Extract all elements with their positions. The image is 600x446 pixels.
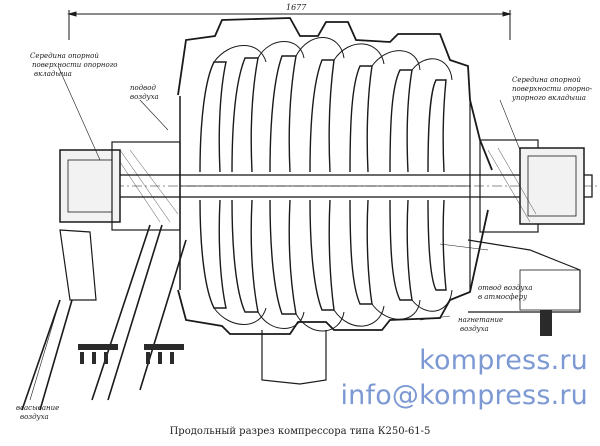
svg-text:подвод: подвод (130, 84, 156, 92)
svg-text:отвод воздуха: отвод воздуха (478, 284, 533, 292)
left-bearing-housing (59, 141, 181, 231)
overall-dimension-line (67, 10, 512, 40)
left-support-rods (21, 224, 187, 411)
diffuser-channels-lower (213, 289, 453, 332)
leader-lines (29, 65, 521, 401)
label-support-bearing-right: Середина опорной поверхности опорно- упо… (511, 76, 593, 102)
impeller-stages-upper (199, 55, 447, 173)
base-feet (78, 310, 552, 364)
impeller-stages-lower (199, 199, 447, 315)
label-air-supply: подвод воздуха (130, 84, 159, 101)
svg-text:Середина опорной: Середина опорной (30, 52, 99, 60)
svg-text:воздуха: воздуха (130, 93, 159, 101)
svg-text:всасывание: всасывание (16, 404, 59, 412)
svg-text:Середина опорной: Середина опорной (512, 76, 581, 84)
watermark-site: kompress.ru (419, 345, 588, 376)
label-air-discharge: нагнетание воздуха (458, 316, 503, 333)
svg-text:поверхности опорно-: поверхности опорно- (512, 85, 593, 93)
svg-text:нагнетание: нагнетание (458, 316, 503, 324)
watermark-email: info@kompress.ru (340, 380, 588, 411)
svg-text:упорного вкладыша: упорного вкладыша (511, 94, 586, 102)
svg-text:поверхности опорного: поверхности опорного (32, 61, 117, 69)
svg-text:в атмосферу: в атмосферу (478, 293, 528, 301)
svg-text:воздуха: воздуха (460, 325, 489, 333)
support-pedestals (59, 229, 581, 385)
overall-dimension-label: 1677 (286, 3, 307, 12)
svg-text:воздуха: воздуха (20, 413, 49, 421)
diffuser-channels-upper (213, 37, 453, 81)
svg-text:вкладыша: вкладыша (34, 70, 72, 78)
label-air-exhaust: отвод воздуха в атмосферу (478, 284, 533, 301)
label-support-bearing-left: Середина опорной поверхности опорного вк… (30, 52, 117, 78)
right-bearing-housing (479, 139, 585, 233)
figure-caption: Продольный разрез компрессора типа К250-… (169, 426, 431, 437)
label-air-intake: всасывание воздуха (16, 404, 59, 421)
